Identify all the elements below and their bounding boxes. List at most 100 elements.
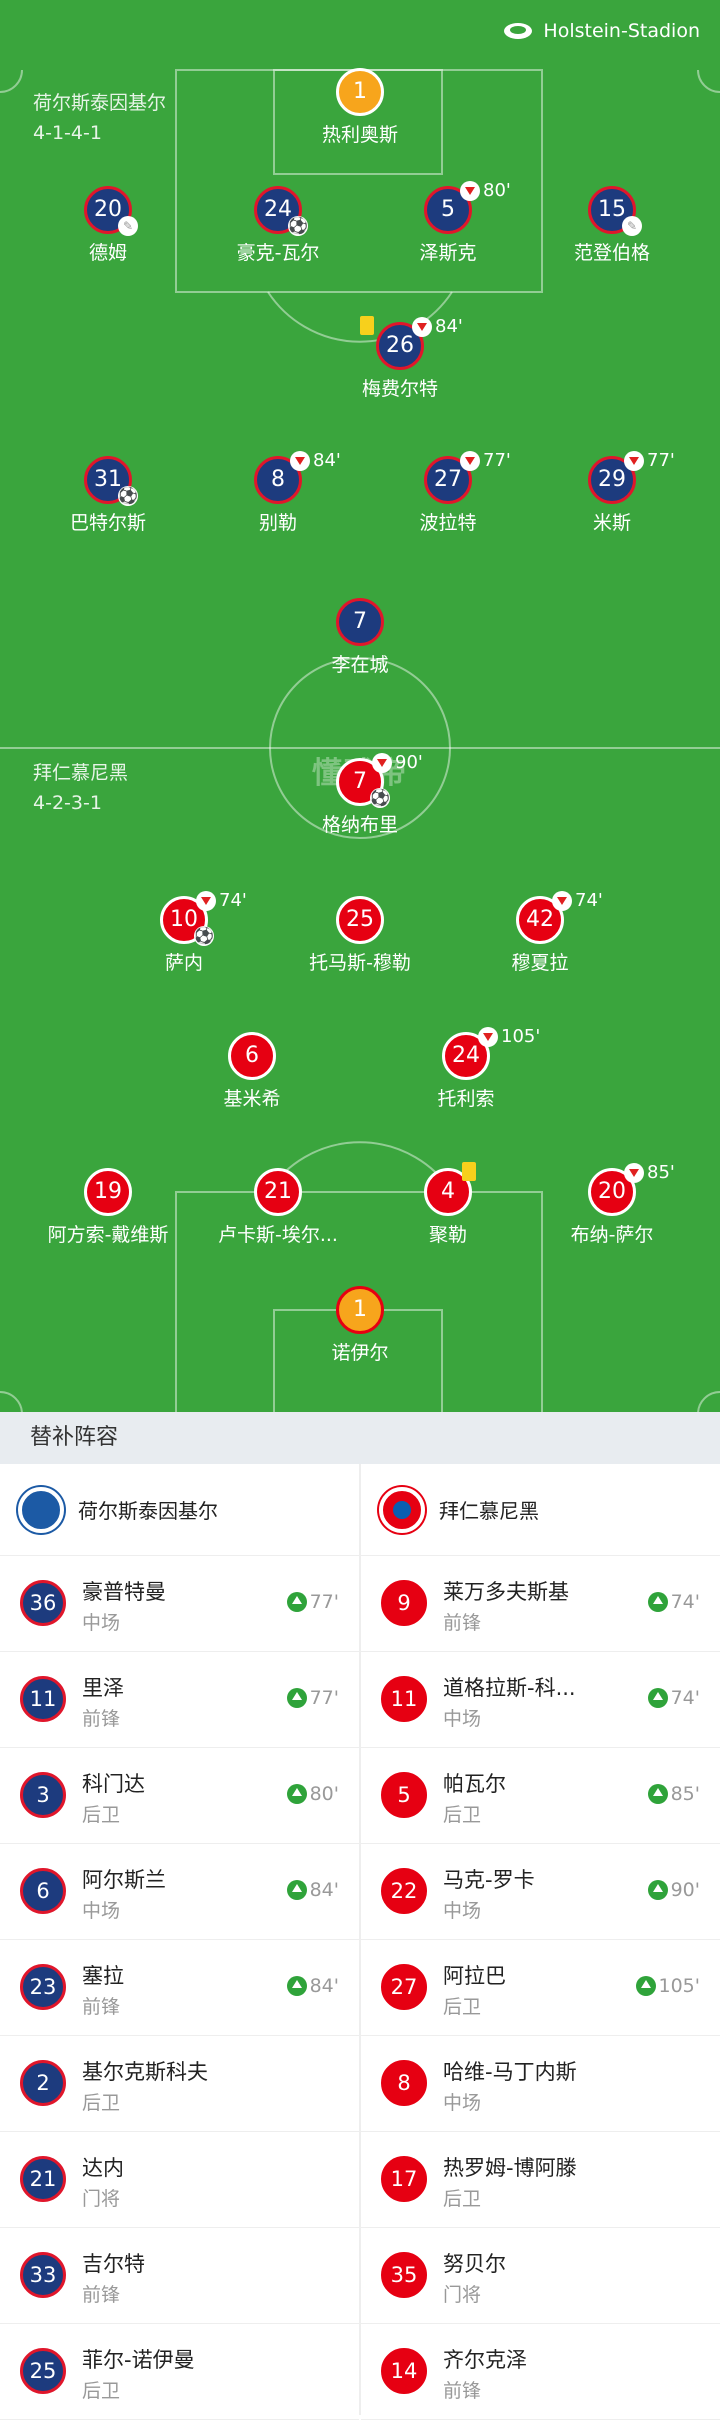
- home-subs-team: 荷尔斯泰因基尔: [78, 1499, 218, 1523]
- sub-name: 道格拉斯-科...: [443, 1676, 576, 1700]
- stadium-icon: [504, 23, 533, 39]
- sub-on-indicator: 77': [286, 1591, 339, 1613]
- player-badges: ⚽: [254, 186, 308, 236]
- player-name: 卢卡斯-埃尔...: [218, 1224, 338, 1246]
- sub-on-minute: 77': [309, 1687, 339, 1709]
- sub-off-indicator: 80': [460, 180, 511, 202]
- sub-on-icon: [635, 1976, 656, 1996]
- player-badges: 77': [588, 450, 675, 504]
- sub-name: 吉尔特: [82, 2252, 145, 2276]
- sub-off-indicator: 74': [552, 890, 603, 912]
- sub-on-icon: [647, 1592, 668, 1612]
- player-number: 1: [336, 68, 384, 116]
- player-badges: ✎: [84, 186, 138, 236]
- home-player[interactable]: 24⚽豪克-瓦尔: [168, 186, 388, 265]
- sub-on-icon: [647, 1688, 668, 1708]
- sub-off-indicator: 105': [478, 1026, 540, 1048]
- bayern-logo-icon: [379, 1486, 425, 1533]
- sub-off-icon: [460, 451, 480, 471]
- sub-number: 8: [381, 2060, 427, 2106]
- sub-off-icon: [196, 891, 216, 911]
- player-number: 7: [336, 758, 384, 806]
- sub-number: 9: [381, 1580, 427, 1626]
- sub-position: 后卫: [443, 1804, 482, 1826]
- sub-off-indicator: 84': [412, 316, 463, 338]
- sub-position: 前锋: [82, 1708, 121, 1730]
- sub-off-indicator: 77': [624, 450, 675, 472]
- sub-off-icon: [478, 1027, 498, 1047]
- yellow-card-icon: [360, 316, 374, 335]
- stadium-name: Holstein-Stadion: [543, 20, 700, 42]
- sub-number: 25: [20, 2348, 66, 2394]
- sub-number: 21: [20, 2156, 66, 2202]
- sub-on-indicator: 84': [286, 1879, 339, 1901]
- player-name: 李在城: [331, 654, 389, 676]
- away-team-info: 拜仁慕尼黑 4-2-3-1: [33, 758, 128, 818]
- home-player[interactable]: 31⚽巴特尔斯: [0, 456, 218, 535]
- sub-on-icon: [647, 1784, 668, 1804]
- player-badges: 84': [254, 450, 341, 504]
- sub-position: 前锋: [443, 2380, 482, 2402]
- player-badges: [336, 68, 384, 116]
- player-badges: [84, 1168, 132, 1216]
- sub-name: 阿拉巴: [443, 1964, 506, 1988]
- player-badges: ✎: [588, 186, 642, 236]
- stadium-label: Holstein-Stadion: [503, 20, 700, 42]
- sub-off-icon: [460, 181, 480, 201]
- sub-on-indicator: 84': [286, 1975, 339, 1997]
- player-badges: 74': [516, 890, 603, 944]
- player-name: 萨内: [164, 952, 203, 974]
- sub-position: 门将: [82, 2188, 121, 2210]
- away-team-name: 拜仁慕尼黑: [33, 762, 129, 784]
- sub-position: 中场: [82, 1900, 121, 1922]
- home-player[interactable]: 20✎德姆: [0, 186, 218, 265]
- player-number: 20: [84, 186, 132, 234]
- home-player[interactable]: 15✎范登伯格: [502, 186, 720, 265]
- sub-off-minute: 84': [435, 316, 463, 337]
- sub-on-icon: [286, 1784, 307, 1804]
- player-name: 梅费尔特: [361, 378, 438, 400]
- sub-name: 基尔克斯科夫: [82, 2060, 208, 2084]
- sub-on-indicator: 74': [647, 1591, 700, 1613]
- sub-on-minute: 105': [658, 1975, 701, 1997]
